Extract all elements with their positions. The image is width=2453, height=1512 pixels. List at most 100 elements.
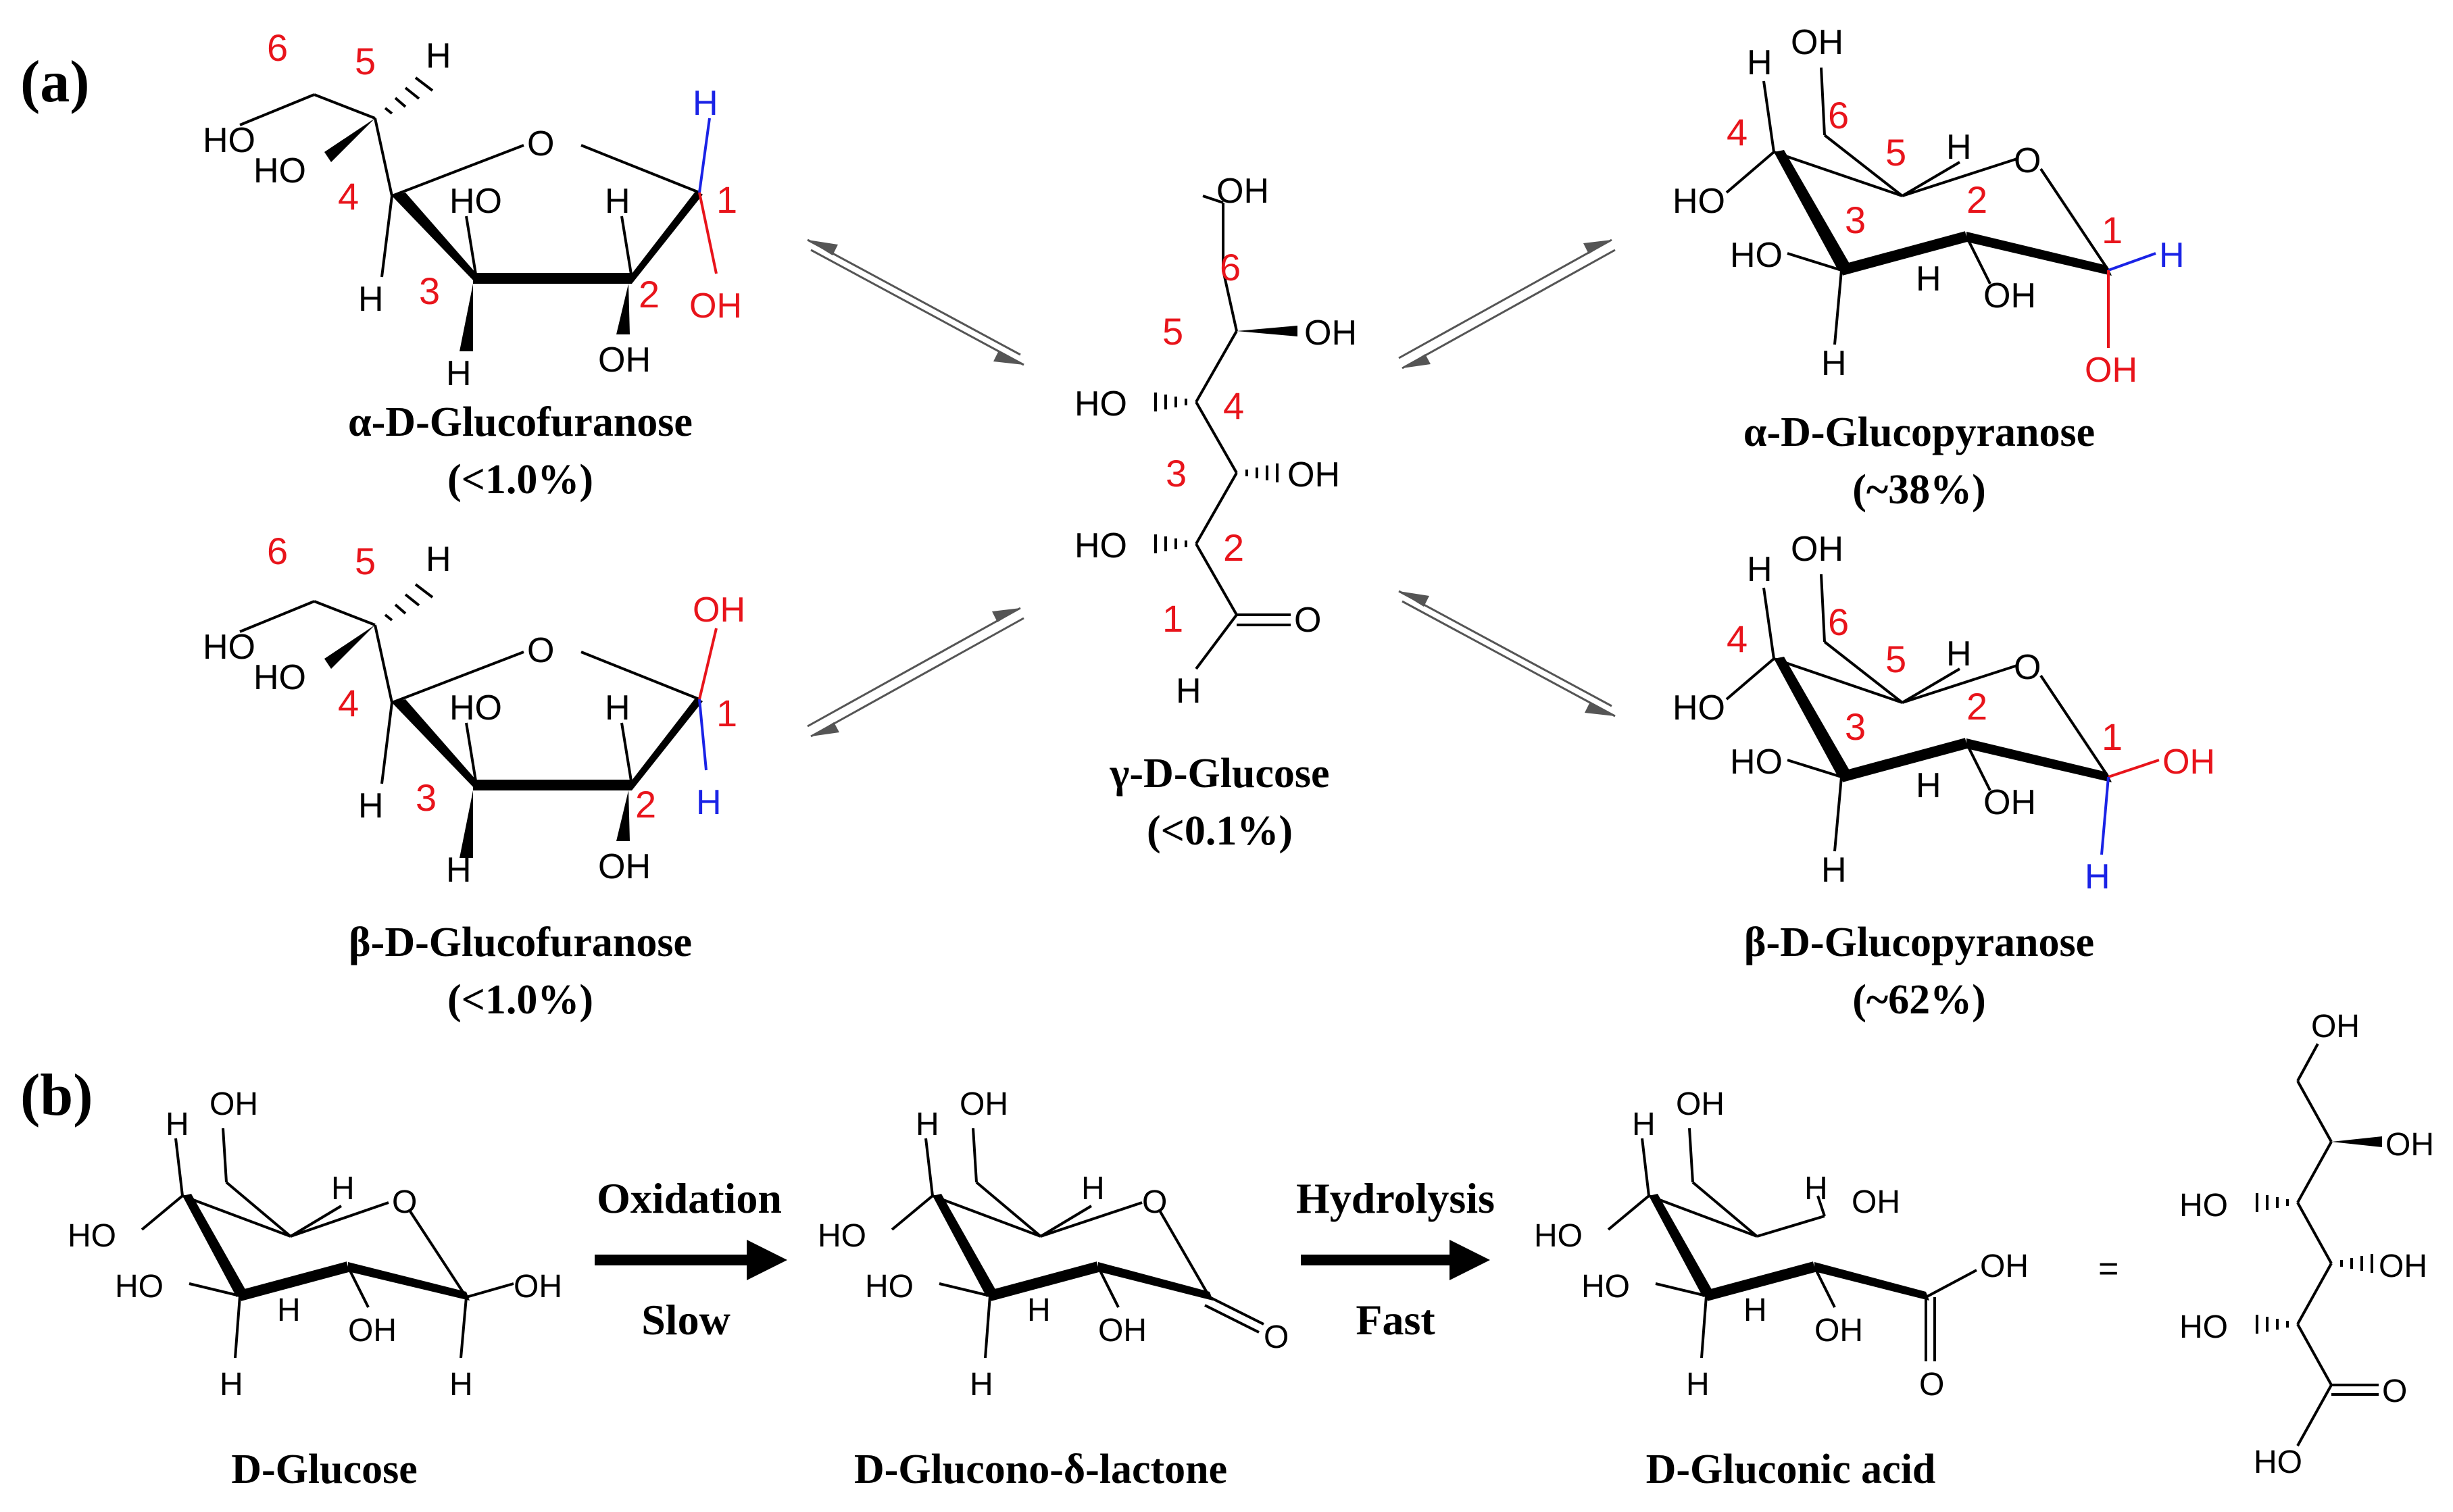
svg-text:H: H [693, 84, 718, 123]
svg-text:HO: HO [449, 688, 502, 728]
svg-text:H: H [1027, 1292, 1051, 1328]
svg-text:HO: HO [1581, 1269, 1630, 1305]
svg-text:HO: HO [253, 151, 306, 191]
svg-text:O: O [2014, 648, 2041, 687]
svg-text:H: H [2085, 857, 2110, 897]
svg-text:O: O [1294, 601, 1321, 640]
svg-text:OH: OH [2311, 1009, 2360, 1044]
svg-text:3: 3 [1845, 199, 1866, 241]
svg-text:5: 5 [1885, 638, 1906, 680]
svg-text:HO: HO [449, 182, 502, 221]
svg-text:4: 4 [338, 175, 359, 218]
svg-text:HO: HO [1730, 742, 1783, 782]
d-glucose-atoms: OH H H O HO HO OH H OH H H [68, 1086, 562, 1403]
svg-text:6: 6 [267, 530, 288, 572]
svg-text:6: 6 [267, 26, 288, 69]
svg-text:O: O [1919, 1367, 1944, 1403]
gluconolactone-name: D-Glucono-δ-lactone [854, 1446, 1227, 1492]
svg-text:OH: OH [1676, 1086, 1725, 1122]
svg-text:OH: OH [1287, 455, 1340, 495]
svg-text:O: O [527, 631, 554, 670]
svg-text:OH: OH [1791, 23, 1843, 62]
hydrolysis-label: Hydrolysis [1296, 1174, 1495, 1222]
svg-text:3: 3 [1166, 452, 1187, 495]
svg-text:OH: OH [209, 1086, 258, 1122]
alpha-glucopyranose-percent: (~38%) [1852, 467, 1986, 513]
svg-text:OH: OH [1098, 1313, 1147, 1349]
svg-text:6: 6 [1828, 94, 1849, 136]
svg-text:HO: HO [818, 1218, 866, 1254]
svg-text:H: H [1946, 128, 1972, 167]
svg-text:O: O [1264, 1319, 1289, 1355]
slow-label: Slow [641, 1296, 730, 1344]
open-chain-atoms: OH 6 5 OH HO 4 3 OH HO 2 1 O H [1074, 172, 1357, 711]
svg-text:1: 1 [1162, 597, 1183, 640]
svg-text:H: H [1686, 1367, 1710, 1403]
oxidation-arrow [595, 1240, 787, 1280]
svg-text:OH: OH [348, 1313, 397, 1349]
svg-text:O: O [1142, 1184, 1167, 1220]
alpha-glucofuranose-structure [239, 76, 718, 351]
svg-text:OH: OH [1791, 530, 1843, 569]
beta-furanose-atoms: 6 5 H HO HO O OH 4 HO H 1 H 3 2 H H OH [203, 530, 745, 890]
svg-text:HO: HO [203, 628, 255, 667]
svg-text:H: H [605, 688, 630, 728]
svg-text:6: 6 [1220, 246, 1241, 288]
svg-text:H: H [916, 1107, 939, 1142]
open-chain-percent: (<0.1%) [1147, 808, 1293, 854]
hydrolysis-arrow [1301, 1240, 1490, 1280]
svg-text:HO: HO [1672, 182, 1725, 221]
svg-text:HO: HO [115, 1269, 164, 1305]
gluconic-acid-atoms: OH H H OH HO HO OH H OH H O [1534, 1086, 2029, 1403]
gluconic-acid-name: D-Gluconic acid [1646, 1446, 1936, 1492]
svg-text:HO: HO [1672, 688, 1725, 728]
svg-text:H: H [1821, 851, 1847, 890]
svg-text:H: H [1916, 259, 1941, 299]
svg-text:3: 3 [416, 776, 437, 819]
beta-glucopyranose-percent: (~62%) [1852, 977, 1986, 1023]
svg-text:H: H [1747, 43, 1773, 82]
beta-glucofuranose-structure [239, 583, 718, 858]
svg-text:6: 6 [1828, 601, 1849, 643]
svg-text:O: O [527, 124, 554, 163]
svg-text:2: 2 [1966, 178, 1987, 221]
gluconic-open-chain-atoms: OH OH HO OH HO O HO [2179, 1009, 2434, 1480]
svg-text:OH: OH [1980, 1249, 2029, 1284]
svg-text:2: 2 [1223, 526, 1244, 569]
equilibrium-arrow-alpha-pyranose [1398, 238, 1616, 370]
svg-text:H: H [1747, 550, 1773, 589]
alpha-pyranose-atoms: OH H 6 4 5 H O HO 2 3 1 HO H H OH H OH [1672, 23, 2185, 390]
alpha-furanose-atoms: 6 5 H HO HO O H 4 HO H 1 H 3 2 OH H OH [203, 26, 742, 393]
svg-text:OH: OH [1852, 1184, 1900, 1220]
svg-text:HO: HO [1074, 384, 1127, 424]
svg-text:2: 2 [635, 783, 656, 826]
svg-text:HO: HO [1730, 236, 1783, 275]
svg-text:OH: OH [1983, 783, 2036, 822]
svg-text:OH: OH [1983, 276, 2036, 316]
svg-text:OH: OH [2385, 1127, 2434, 1163]
svg-text:H: H [1946, 634, 1972, 674]
svg-text:OH: OH [598, 847, 651, 886]
open-chain-name: γ-D-Glucose [1109, 751, 1329, 797]
svg-text:1: 1 [2102, 715, 2123, 758]
svg-text:H: H [605, 182, 630, 221]
gluconic-acid-structure [1607, 1128, 1977, 1361]
gluconic-open-chain-structure [2256, 1043, 2382, 1446]
svg-text:OH: OH [1216, 172, 1269, 211]
svg-text:HO: HO [1074, 526, 1127, 565]
svg-text:HO: HO [203, 121, 255, 160]
svg-text:H: H [1176, 672, 1201, 711]
oxidation-label: Oxidation [597, 1174, 782, 1222]
svg-text:HO: HO [1534, 1218, 1583, 1254]
equilibrium-arrow-beta-pyranose [1398, 590, 1616, 717]
svg-text:HO: HO [865, 1269, 914, 1305]
svg-text:3: 3 [419, 270, 440, 312]
open-chain-glucose-structure [1154, 195, 1297, 670]
svg-text:2: 2 [639, 273, 660, 316]
svg-text:5: 5 [355, 40, 376, 82]
svg-text:H: H [449, 1367, 473, 1403]
svg-text:OH: OH [2379, 1249, 2427, 1284]
svg-text:H: H [1743, 1292, 1767, 1328]
svg-text:1: 1 [716, 178, 737, 221]
beta-glucopyranose-structure [1725, 574, 2160, 855]
